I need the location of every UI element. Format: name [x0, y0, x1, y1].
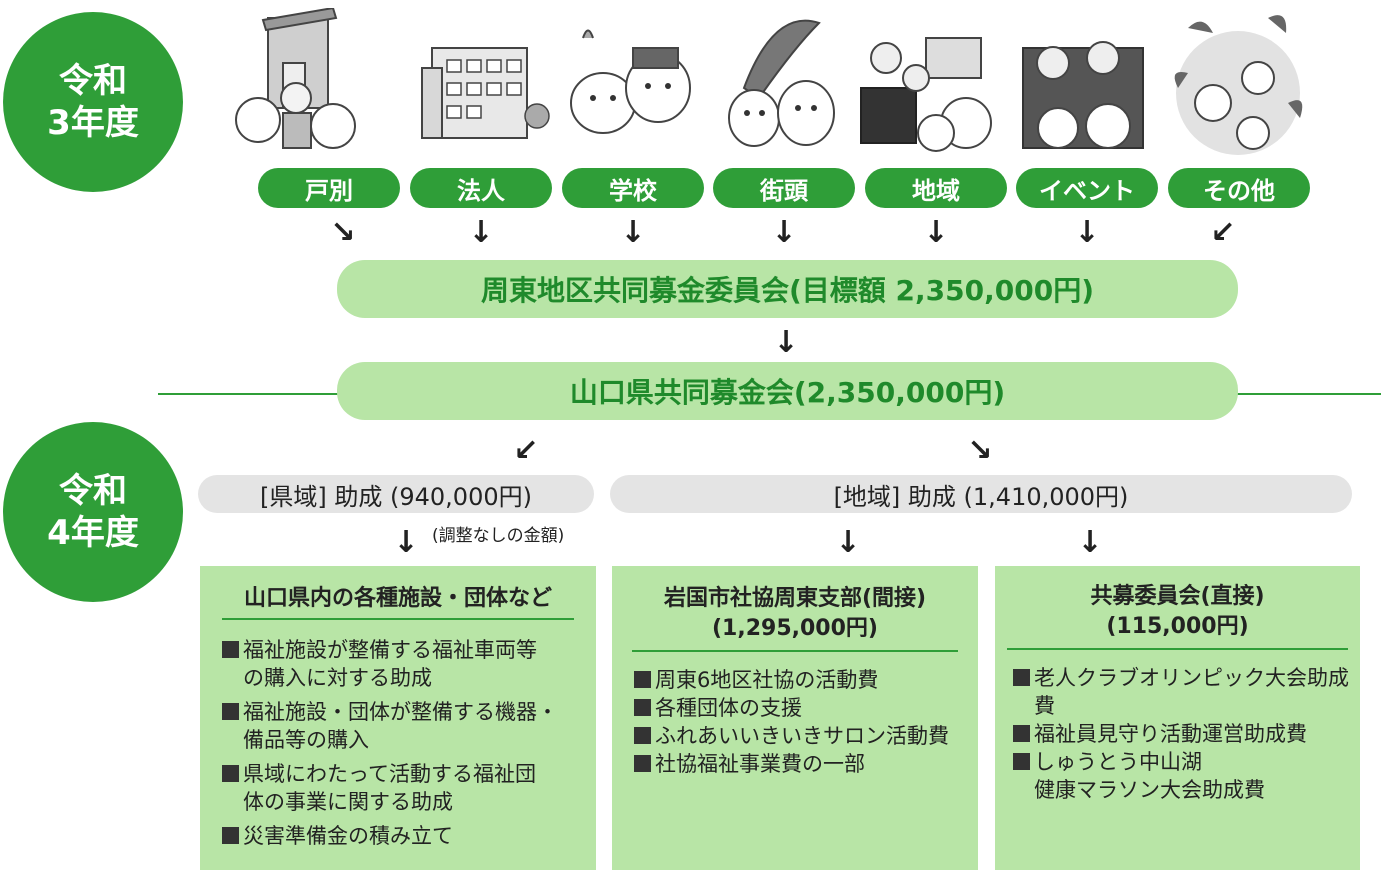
arrow-down-icon: ↓ [468, 215, 494, 250]
arrow-down-icon: ↓ [1077, 525, 1103, 560]
arrow-down-left-icon: ↙ [513, 433, 539, 468]
household-illustration [235, 8, 356, 149]
box-committee-direct: 共募委員会(直接) (115,000円) 老人クラブオリンピック大会助成費 福祉… [995, 566, 1360, 870]
source-label: 学校 [609, 176, 657, 205]
list-item-text: しゅうとう中山湖 健康マラソン大会助成費 [1034, 750, 1265, 802]
list-item: しゅうとう中山湖 健康マラソン大会助成費 [1013, 748, 1356, 804]
bullet-square-icon [634, 755, 651, 772]
box1-divider [222, 618, 574, 620]
adjustment-note: (調整なしの金額) [432, 526, 565, 546]
box3-divider [1007, 648, 1348, 650]
list-item-text: 災害準備金の積み立て [243, 824, 453, 848]
event-illustration [1022, 41, 1144, 149]
bullet-square-icon [222, 765, 239, 782]
box2-divider [632, 650, 958, 652]
list-item: 福祉員見守り活動運営助成費 [1013, 720, 1356, 748]
box3-title: 共募委員会(直接) [1090, 584, 1265, 609]
bullet-square-icon [1013, 753, 1030, 770]
school-illustration [570, 29, 691, 134]
source-label: 街頭 [760, 176, 808, 205]
source-pill-household: 戸別 [258, 168, 400, 208]
list-item-text: 社協福祉事業費の一部 [655, 752, 865, 776]
bullet-square-icon [634, 727, 651, 744]
prefectural-grant-bar: [県域] 助成 (940,000円) [198, 475, 594, 513]
list-item-text: 周東6地区社協の活動費 [655, 668, 879, 692]
list-item: 福祉施設が整備する福祉車両等 の購入に対する助成 [222, 636, 586, 692]
year-badge-r3-era: 令和 [58, 61, 127, 101]
source-label: 法人 [457, 176, 505, 205]
committee-label: 周東地区共同募金委員会(目標額 2,350,000円) [481, 274, 1094, 307]
box2-amount: (1,295,000円) [712, 616, 878, 641]
prefecture-label: 山口県共同募金会(2,350,000円) [569, 376, 1006, 409]
bullet-square-icon [634, 671, 651, 688]
list-item: 災害準備金の積み立て [222, 822, 586, 850]
list-item-text: 福祉員見守り活動運営助成費 [1034, 722, 1307, 746]
source-label: 戸別 [305, 176, 353, 205]
prefecture-bar: 山口県共同募金会(2,350,000円) [337, 362, 1238, 420]
arrow-down-icon: ↓ [1074, 215, 1100, 250]
list-item-text: 老人クラブオリンピック大会助成費 [1034, 666, 1349, 718]
box2-list: 周東6地区社協の活動費 各種団体の支援 ふれあいいきいきサロン活動費 社協福祉事… [634, 666, 972, 778]
corporation-illustration [421, 47, 550, 139]
arrow-down-icon: ↓ [835, 525, 861, 560]
source-pill-community: 地域 [865, 168, 1007, 208]
arrow-down-icon: ↓ [773, 325, 799, 360]
street-illustration [728, 19, 835, 147]
list-item-text: ふれあいいきいきサロン活動費 [655, 724, 949, 748]
source-label: その他 [1203, 176, 1275, 205]
list-item-text: 福祉施設が整備する福祉車両等 の購入に対する助成 [243, 638, 537, 690]
source-pill-street: 街頭 [713, 168, 855, 208]
arrow-down-icon: ↓ [620, 215, 646, 250]
box1-list: 福祉施設が整備する福祉車両等 の購入に対する助成 福祉施設・団体が整備する機器・… [222, 636, 586, 856]
list-item-text: 福祉施設・団体が整備する機器・ 備品等の購入 [243, 700, 558, 752]
year-badge-r4-era: 令和 [58, 471, 127, 511]
bullet-square-icon [222, 641, 239, 658]
other-illustration [1174, 15, 1303, 155]
local-grant-bar: [地域] 助成 (1,410,000円) [610, 475, 1352, 513]
list-item: 各種団体の支援 [634, 694, 972, 722]
list-item: 周東6地区社協の活動費 [634, 666, 972, 694]
source-label: イベント [1039, 176, 1135, 205]
arrow-down-right-icon: ↘ [967, 433, 993, 468]
list-item-text: 県域にわたって活動する福祉団 体の事業に関する助成 [243, 762, 536, 814]
source-pill-school: 学校 [562, 168, 704, 208]
list-item: 老人クラブオリンピック大会助成費 [1013, 664, 1356, 720]
box2-title: 岩国市社協周東支部(間接) [663, 586, 927, 611]
list-item: 社協福祉事業費の一部 [634, 750, 972, 778]
box-prefecture-facilities: 山口県内の各種施設・団体など 福祉施設が整備する福祉車両等 の購入に対する助成 … [200, 566, 596, 870]
committee-bar: 周東地区共同募金委員会(目標額 2,350,000円) [337, 260, 1238, 318]
bullet-square-icon [1013, 725, 1030, 742]
year-badge-r3-year: 3年度 [47, 103, 139, 143]
year-badge-r4-year: 4年度 [47, 513, 139, 553]
box1-title: 山口県内の各種施設・団体など [243, 586, 552, 611]
source-pill-event: イベント [1016, 168, 1158, 208]
arrow-down-icon: ↓ [393, 525, 419, 560]
box-iwakuni-branch: 岩国市社協周東支部(間接) (1,295,000円) 周東6地区社協の活動費 各… [612, 566, 978, 870]
list-item: 福祉施設・団体が整備する機器・ 備品等の購入 [222, 698, 586, 754]
box3-amount: (115,000円) [1106, 614, 1249, 639]
list-item-text: 各種団体の支援 [655, 696, 802, 720]
arrow-down-left-icon: ↙ [1210, 215, 1236, 250]
box3-list: 老人クラブオリンピック大会助成費 福祉員見守り活動運営助成費 しゅうとう中山湖 … [1013, 664, 1356, 804]
prefectural-grant-label: [県域] 助成 (940,000円) [260, 482, 532, 511]
arrow-down-icon: ↓ [923, 215, 949, 250]
arrow-down-icon: ↓ [771, 215, 797, 250]
community-illustration [860, 37, 992, 152]
local-grant-label: [地域] 助成 (1,410,000円) [833, 482, 1129, 511]
bullet-square-icon [222, 703, 239, 720]
source-pill-corporation: 法人 [410, 168, 552, 208]
bullet-square-icon [634, 699, 651, 716]
bullet-square-icon [222, 827, 239, 844]
source-pill-other: その他 [1168, 168, 1310, 208]
list-item: 県域にわたって活動する福祉団 体の事業に関する助成 [222, 760, 586, 816]
bullet-square-icon [1013, 669, 1030, 686]
source-label: 地域 [912, 176, 960, 205]
list-item: ふれあいいきいきサロン活動費 [634, 722, 972, 750]
arrow-down-right-icon: ↘ [330, 215, 356, 250]
